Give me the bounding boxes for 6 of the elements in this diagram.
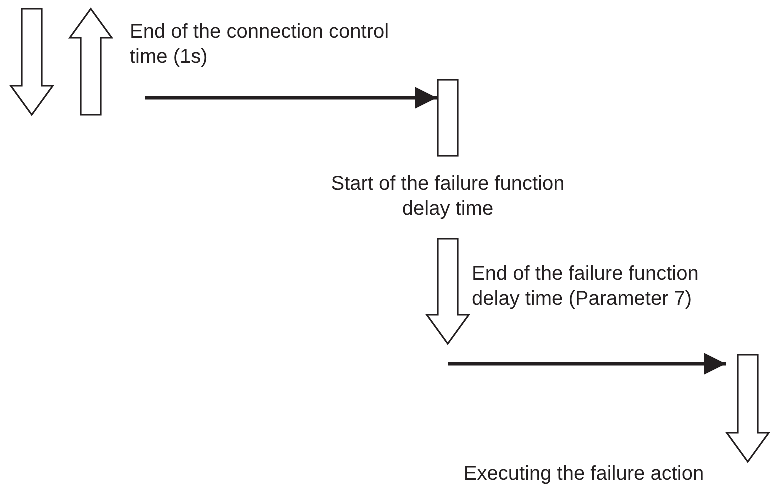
event-caption: Executing the failure action — [462, 462, 706, 487]
event-caption: Start of the failure function delay time — [330, 172, 566, 222]
arrow — [448, 352, 726, 376]
arrow — [145, 86, 437, 110]
event-caption: End of the connection control time (1s) — [130, 20, 390, 70]
event-caption: End of the failure function delay time (Parameter 7) — [472, 262, 700, 312]
